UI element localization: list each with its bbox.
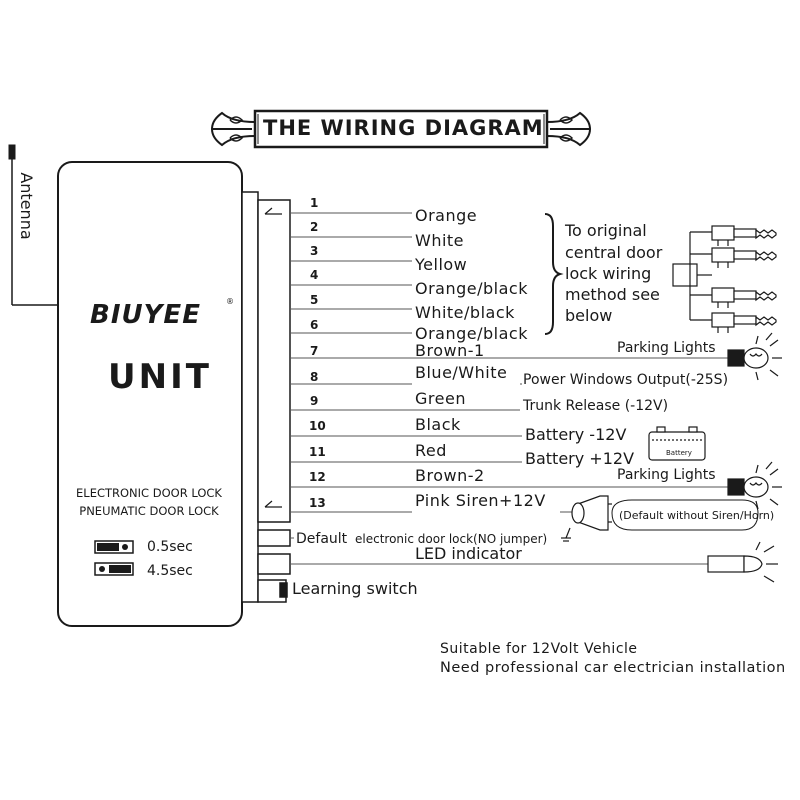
parking-light-bulb-icon (727, 332, 782, 381)
unit-description-line2: PNEUMATIC DOOR LOCK (79, 504, 219, 518)
central-lock-note-line: below (565, 306, 613, 325)
central-lock-note-line: lock wiring (565, 264, 652, 283)
wire-destination-label: Parking Lights (617, 340, 716, 356)
wire-number: 3 (310, 244, 319, 258)
wire-number: 7 (310, 344, 319, 358)
brand-logo: BIUYEE (90, 300, 201, 330)
default-lock-suffix: electronic door lock(NO jumper) (355, 532, 548, 546)
footer-line: Suitable for 12Volt Vehicle (440, 641, 638, 657)
antenna-label: Antenna (17, 172, 36, 240)
wire-harness-connector (241, 191, 291, 603)
wire-color-label: White/black (415, 303, 515, 322)
registered-mark: ® (226, 297, 234, 306)
wire-color-label: Green (415, 389, 466, 408)
central-lock-note-line: method see (565, 285, 660, 304)
wire-number: 10 (309, 419, 326, 433)
battery-label: Battery (666, 449, 692, 457)
wire-number: 6 (310, 318, 319, 332)
wire-number: 1 (310, 196, 319, 210)
wire-destination-label: Trunk Release (-12V) (523, 398, 669, 414)
led-indicator-label: LED indicator (415, 544, 522, 563)
wire-color-label: Blue/White (415, 363, 508, 382)
unit-description-line1: ELECTRONIC DOOR LOCK (76, 486, 222, 500)
wire-color-label: Pink Siren+12V (415, 491, 546, 510)
footer-line: Need professional car electrician instal… (440, 660, 786, 676)
wire-number: 13 (309, 496, 326, 510)
wire-destination-label: (Default without Siren/Horn) (619, 509, 775, 522)
learning-switch-label: Learning switch (292, 579, 418, 598)
wire-color-label: Black (415, 415, 461, 434)
wire-group-brace (544, 213, 564, 335)
diagram-title: THE WIRING DIAGRAM (263, 116, 544, 140)
jumper-option-label: 4.5sec (147, 563, 193, 579)
learning-switch-button (279, 582, 288, 598)
wire-number: 11 (309, 445, 326, 459)
wire-number: 4 (310, 268, 319, 282)
wire-number: 9 (310, 394, 319, 408)
parking-light-bulb-icon (727, 461, 782, 510)
battery-icon (648, 426, 706, 461)
wire-color-label: Brown-2 (415, 466, 485, 485)
wire-color-label: Brown-1 (415, 341, 485, 360)
wire-color-label: Orange (415, 206, 478, 225)
wire-number: 12 (309, 470, 326, 484)
door-lock-actuators-illustration (672, 225, 777, 333)
wire-destination-label: Power Windows Output(-25S) (523, 372, 729, 388)
wire-destination-label: Battery -12V (525, 425, 627, 444)
wire-number: 2 (310, 220, 319, 234)
led-indicator-icon (707, 541, 778, 583)
central-lock-note-line: To original (565, 221, 647, 240)
siren-note-outline (611, 499, 759, 531)
wire-number: 8 (310, 370, 319, 384)
siren-horn-icon (561, 495, 612, 542)
wire-color-label: Orange/black (415, 324, 528, 343)
jumper-option-label: 0.5sec (147, 539, 193, 555)
wire-color-label: Yellow (415, 255, 468, 274)
wire-destination-label: Parking Lights (617, 467, 716, 483)
title-banner (210, 109, 592, 149)
wire-color-label: White (415, 231, 465, 250)
jumper-selector (94, 540, 134, 576)
wire-destination-label: Battery +12V (525, 449, 635, 468)
unit-label: UNIT (108, 357, 212, 397)
antenna (8, 144, 58, 306)
wire-color-label: Orange/black (415, 279, 528, 298)
central-lock-note-line: central door (565, 243, 663, 262)
default-lock-prefix: Default (296, 531, 348, 547)
wire-color-label: Red (415, 441, 447, 460)
wire-lines (290, 212, 728, 565)
wire-number: 5 (310, 293, 319, 307)
